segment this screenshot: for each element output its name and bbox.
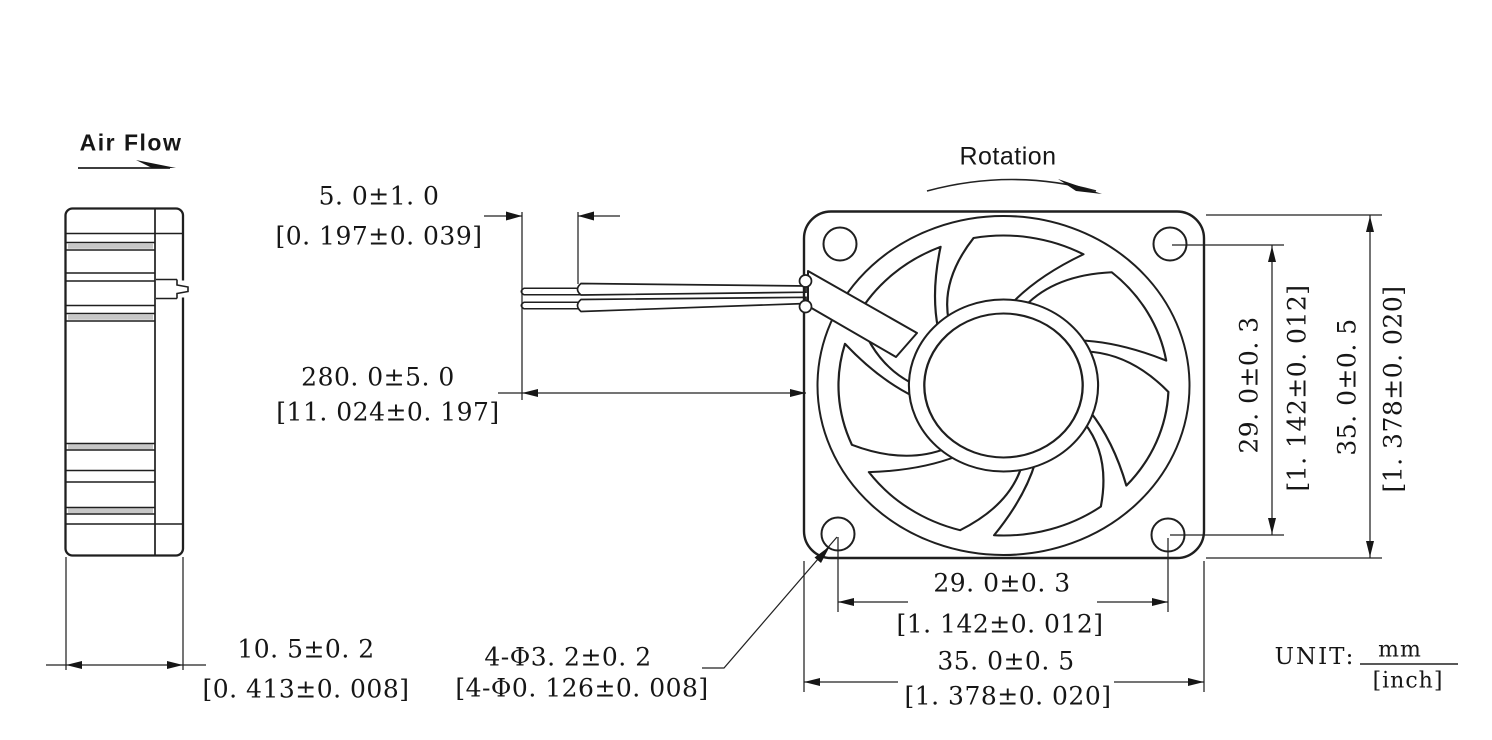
fan-side-view	[64, 207, 189, 557]
dim-mounting-holes-mm: 4-Φ3. 2±0. 2	[484, 642, 652, 672]
dim-wire-strip-inch: [0. 197±0. 039]	[275, 221, 483, 251]
side-view-rib-lines	[66, 232, 182, 525]
unit-inch-label: [inch]	[1372, 668, 1444, 694]
mounting-hole-leader	[702, 536, 838, 669]
wire-tip-top	[520, 287, 581, 296]
mounting-hole-top-right	[1152, 226, 1188, 262]
wire-bottom	[576, 296, 807, 313]
side-view-wire-exit-notch	[156, 278, 189, 300]
dim-hole-pitch-vertical-mm: 29. 0±0. 3	[1234, 316, 1264, 454]
air-flow-label: Air Flow	[79, 129, 183, 156]
unit-mm-label: mm	[1378, 637, 1422, 663]
dim-frame-size-vertical-inch: [1. 378±0. 020]	[1378, 285, 1408, 493]
hub	[907, 298, 1100, 473]
fan-front-view	[798, 210, 1206, 560]
dim-frame-size-horizontal-inch: [1. 378±0. 020]	[904, 681, 1112, 711]
mounting-holes	[820, 226, 1188, 553]
wire-tip-bottom	[520, 301, 581, 310]
lead-wires	[520, 282, 807, 313]
venturi-opening	[816, 215, 1191, 556]
wire-notch-top	[798, 274, 813, 288]
dim-wire-length-mm: 280. 0±5. 0	[301, 362, 455, 392]
wire-channel	[807, 270, 918, 358]
dim-frame-size-vertical-mm: 35. 0±0. 5	[1332, 318, 1362, 456]
wire-top	[576, 282, 807, 296]
dim-mounting-holes-inch: [4-Φ0. 126±0. 008]	[455, 673, 709, 703]
wire-notch-bottom	[798, 299, 813, 314]
rotation-label: Rotation	[959, 142, 1057, 171]
arrowheads	[66, 160, 1374, 686]
fan-frame	[802, 210, 1206, 560]
dim-wire-length-inch: [11. 024±0. 197]	[276, 397, 500, 427]
hub-inner-circle	[923, 312, 1084, 459]
air-flow-arrowhead	[136, 160, 176, 168]
dim-hole-pitch-vertical-inch: [1. 142±0. 012]	[1282, 284, 1312, 492]
dim-hole-pitch-horizontal-mm: 29. 0±0. 3	[933, 568, 1071, 598]
rotation-arrowhead	[1058, 179, 1102, 194]
dim-wire-strip-mm: 5. 0±1. 0	[318, 181, 440, 211]
leader-arrowhead	[814, 546, 830, 563]
dim-thickness-mm: 10. 5±0. 2	[237, 634, 375, 664]
dim-hole-pitch-horizontal-inch: [1. 142±0. 012]	[896, 609, 1104, 639]
dim-thickness-inch: [0. 413±0. 008]	[202, 674, 410, 704]
dim-frame-size-horizontal-mm: 35. 0±0. 5	[937, 646, 1075, 676]
mounting-hole-top-left	[822, 226, 858, 262]
unit-label: UNIT:	[1274, 644, 1356, 670]
side-view-body	[64, 207, 185, 557]
side-view-rib-shading	[68, 243, 153, 514]
